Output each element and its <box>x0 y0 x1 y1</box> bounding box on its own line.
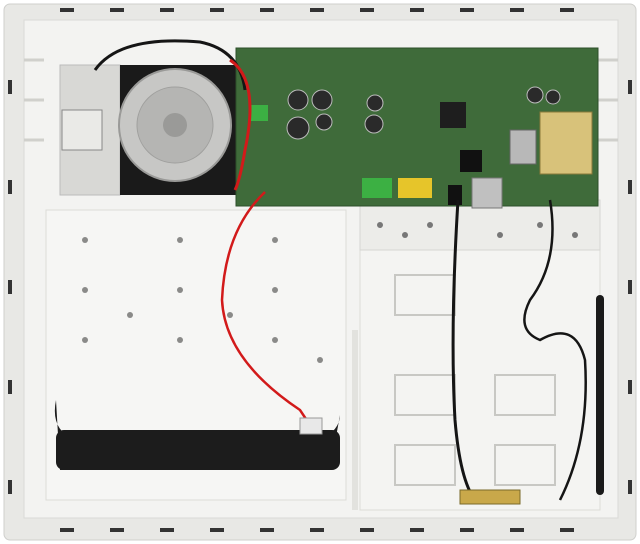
red-wire <box>220 191 312 426</box>
side-ribs <box>24 58 618 142</box>
usb-connector <box>448 185 462 205</box>
antenna <box>596 295 604 495</box>
rj-plug <box>299 417 323 435</box>
antenna-cable <box>523 199 587 501</box>
bracket-holes <box>377 222 578 238</box>
terminal-block <box>61 109 103 151</box>
mounting-holes <box>82 237 323 363</box>
rim-slots <box>8 8 632 532</box>
cable-connector-bottom <box>459 489 521 505</box>
ethernet-jack <box>471 177 503 209</box>
terminals-yellow <box>398 178 432 198</box>
processor-chip <box>440 102 466 128</box>
red-wire-transformer <box>229 58 252 191</box>
terminals-green <box>362 178 392 198</box>
transformer-bolt <box>163 113 187 137</box>
module-cutouts <box>394 274 556 486</box>
black-network-cable <box>451 199 477 501</box>
divider-rib <box>352 330 358 510</box>
pcb-terminal <box>250 105 268 121</box>
foam-strip-body <box>56 430 340 470</box>
sim-holder <box>509 129 537 165</box>
gsm-module <box>539 111 593 175</box>
capacitors <box>286 86 561 140</box>
rj11-jack <box>460 150 482 172</box>
module-area <box>359 249 601 511</box>
